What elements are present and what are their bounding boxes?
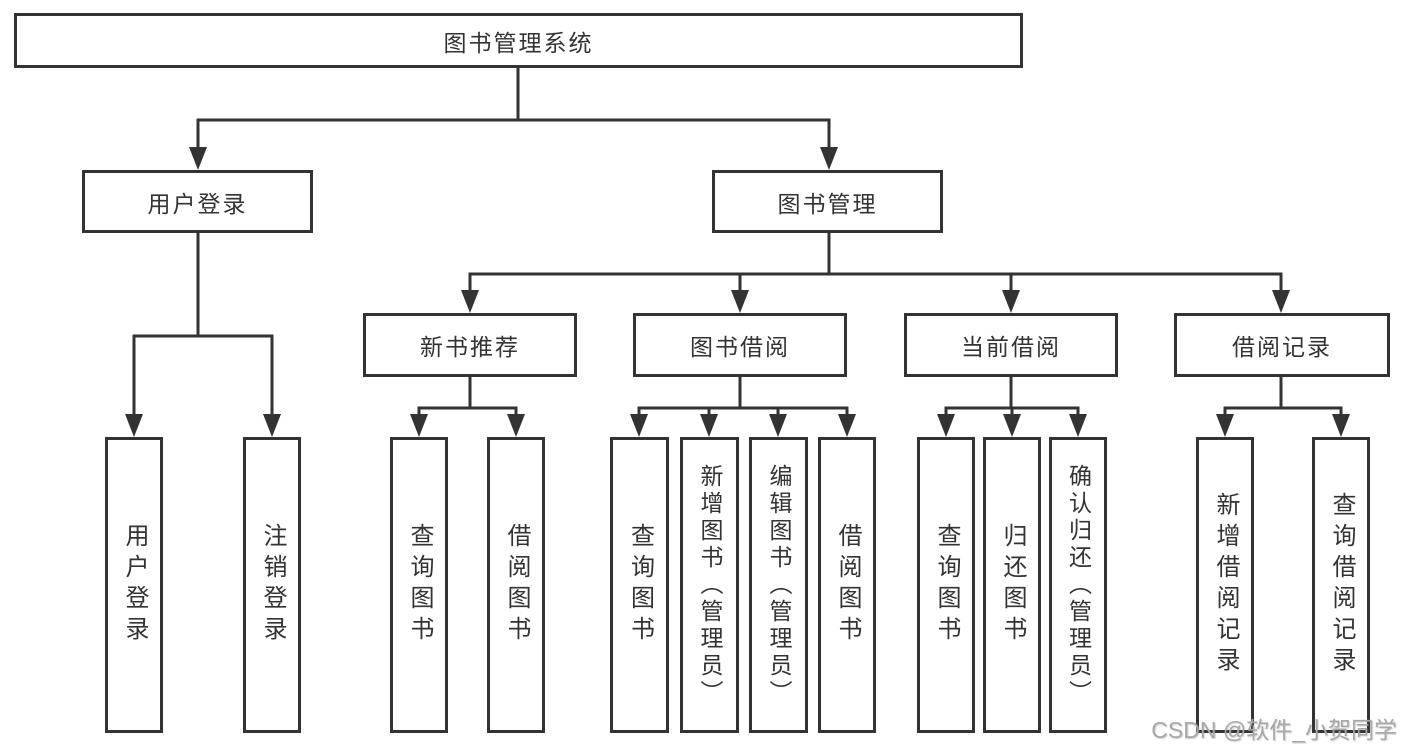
connector-new-book-recommend — [410, 377, 525, 437]
node-label: 注销登录 — [259, 523, 286, 647]
node-label: 图书管理系统 — [443, 29, 594, 56]
node-add-borrow-record: 新增借阅记录 — [1196, 437, 1254, 733]
connector-current-borrow — [937, 377, 1087, 437]
node-borrow-books: 借阅图书 — [818, 437, 876, 733]
node-label: 新增图书（管理员） — [697, 463, 723, 707]
connector-root-to-level2 — [189, 68, 838, 170]
node-user-login-branch: 用户登录 — [82, 170, 313, 233]
node-current-borrow: 当前借阅 — [904, 313, 1118, 377]
node-edit-book-admin: 编辑图书（管理员） — [749, 437, 808, 733]
node-label: 图书借阅 — [690, 334, 790, 360]
node-borrow-records: 借阅记录 — [1174, 313, 1390, 377]
node-label: 借阅记录 — [1232, 334, 1332, 360]
node-library-management-system: 图书管理系统 — [14, 13, 1023, 68]
node-add-book-admin: 新增图书（管理员） — [680, 437, 739, 733]
node-logout: 注销登录 — [243, 437, 301, 733]
node-query-books-current: 查询图书 — [917, 437, 975, 733]
node-label: 编辑图书（管理员） — [766, 463, 792, 707]
watermark-text: CSDN @软件_小贺同学 — [1151, 717, 1397, 743]
node-query-books-borrow: 查询图书 — [610, 437, 669, 733]
node-book-borrow: 图书借阅 — [633, 313, 847, 377]
node-return-books: 归还图书 — [983, 437, 1041, 733]
node-borrow-books-recommend: 借阅图书 — [487, 437, 545, 733]
node-label: 图书管理 — [777, 190, 878, 217]
node-label: 用户登录 — [121, 523, 148, 647]
node-label: 新增借阅记录 — [1212, 492, 1239, 678]
connector-book-borrow — [630, 377, 856, 437]
node-query-borrow-record: 查询借阅记录 — [1312, 437, 1370, 733]
node-label: 查询图书 — [626, 523, 654, 647]
node-book-management-branch: 图书管理 — [712, 170, 943, 233]
node-label: 确认归还（管理员） — [1065, 463, 1092, 707]
node-user-login: 用户登录 — [105, 437, 163, 733]
node-confirm-return-admin: 确认归还（管理员） — [1049, 437, 1107, 733]
node-label: 查询图书 — [406, 523, 433, 647]
node-label: 当前借阅 — [961, 334, 1061, 360]
node-label: 查询借阅记录 — [1328, 492, 1355, 678]
connector-book-mgmt-to-level3 — [461, 233, 1290, 313]
node-query-books-recommend: 查询图书 — [390, 437, 448, 733]
connector-user-login-branch — [125, 232, 281, 437]
node-new-book-recommend: 新书推荐 — [363, 313, 577, 377]
node-label: 借阅图书 — [503, 523, 530, 647]
node-label: 用户登录 — [147, 190, 248, 217]
node-label: 新书推荐 — [420, 334, 520, 360]
connector-borrow-records — [1216, 377, 1350, 437]
node-label: 归还图书 — [999, 523, 1026, 647]
node-label: 查询图书 — [933, 523, 960, 647]
node-label: 借阅图书 — [834, 523, 861, 647]
